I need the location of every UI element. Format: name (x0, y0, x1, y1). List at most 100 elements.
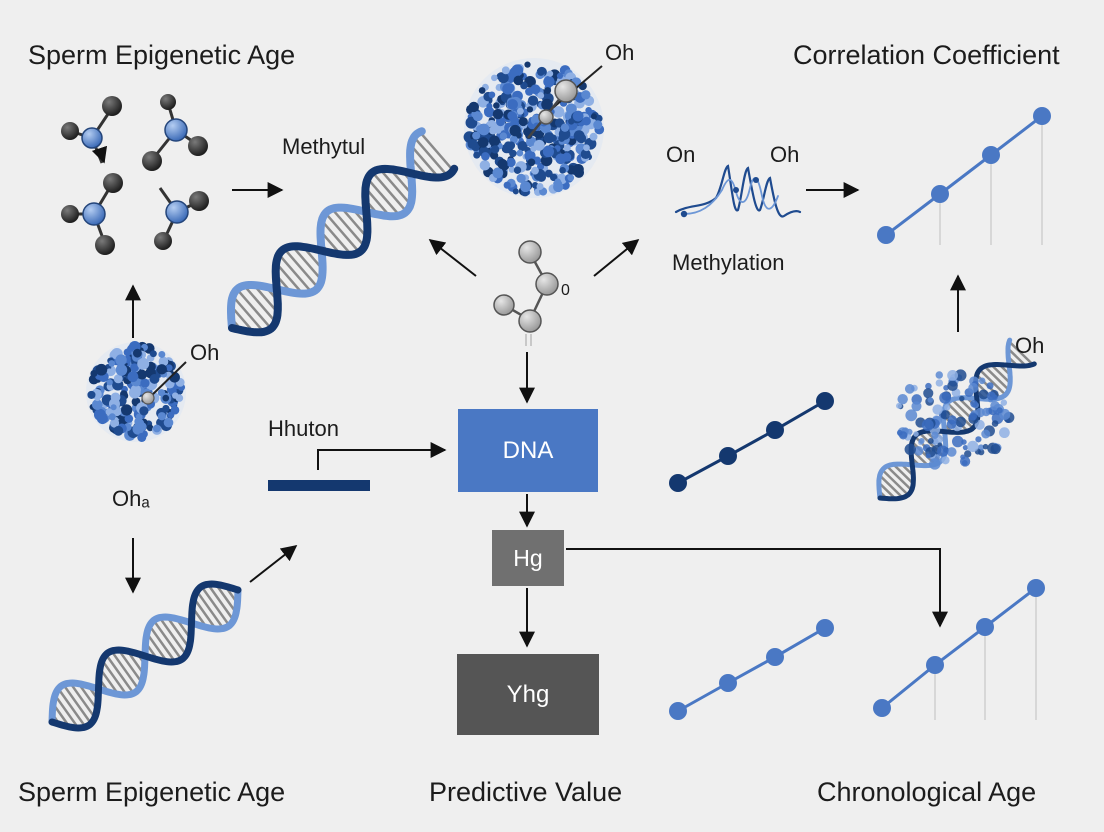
chromatin-granule (108, 360, 116, 367)
molecule-icon (142, 94, 208, 171)
chromatin-granule (486, 103, 493, 110)
chromatin-granule (563, 144, 571, 152)
chromatin-granule (162, 394, 170, 402)
chromatin-granule (947, 415, 957, 425)
base-pair-rung (236, 288, 273, 330)
chromatin-granule (899, 431, 908, 440)
chromatin-granule (990, 443, 1001, 455)
dna-helix-icon (48, 580, 242, 732)
chromatin-granule (508, 166, 516, 173)
chromatin-granule (476, 125, 484, 133)
chromatin-granule (968, 412, 977, 421)
chromatin-granule (975, 436, 982, 443)
oha-label: Ohₐ (112, 486, 150, 511)
chromatin-granule (541, 98, 553, 111)
chromatin-granule (491, 74, 498, 82)
chromatin-granule (560, 123, 570, 132)
chromatin-granule (506, 141, 516, 150)
chromatin-granule (929, 458, 941, 470)
chromatin-granule (935, 371, 943, 379)
dna-box: DNA (458, 409, 598, 492)
chromatin-granule (157, 412, 167, 421)
data-point (816, 392, 834, 410)
chromatin-granule (999, 427, 1010, 439)
base-pair-rung (886, 465, 913, 492)
base-pair-rung (148, 625, 177, 663)
base-pair-rung (364, 187, 391, 217)
chromatin-granule (925, 382, 932, 390)
chromatin-granule (128, 386, 141, 399)
chromatin-granule (580, 149, 591, 160)
hg-box-label: Hg (513, 544, 543, 571)
base-pair-rung (117, 649, 143, 684)
chromatin-granule (139, 406, 149, 416)
chromatin-granule (472, 131, 481, 140)
base-pair-rung (878, 481, 897, 500)
base-pair-rung (206, 583, 235, 621)
base-pair-rung (1008, 340, 1034, 366)
chromatin-granule (129, 363, 139, 373)
base-pair-rung (990, 363, 1011, 384)
oh-label-top: Oh (605, 40, 635, 65)
methyl-group-icon (141, 79, 578, 405)
chromatin-granule (927, 438, 934, 444)
chromatin-granule (962, 444, 969, 451)
chromatin-granule (509, 67, 521, 79)
chromatin-granule (137, 369, 148, 380)
chromatin-granule (137, 432, 147, 442)
base-pair-rung (110, 650, 140, 690)
helix-strand (48, 580, 242, 732)
chromatin-granule (947, 380, 958, 392)
data-point (1027, 579, 1045, 597)
data-point (873, 699, 891, 717)
chromatin-granule (87, 390, 96, 399)
chromatin-granule (556, 72, 564, 80)
nucleus-icon (463, 58, 605, 198)
helix-strand (877, 361, 1037, 502)
methylation-label: Methylation (672, 250, 785, 275)
chromatin-granule (568, 118, 575, 125)
on-label: On (666, 142, 696, 167)
chromatin-granule (516, 173, 526, 183)
title-bottom-left: Sperm Epigenetic Age (18, 777, 286, 807)
base-pair-rung (413, 136, 449, 177)
chromatin-granule (970, 400, 978, 408)
helix-strand (227, 127, 426, 332)
base-pair-rung (983, 365, 1010, 391)
base-pair-rung (57, 688, 87, 728)
chromatin-granule (543, 75, 555, 88)
chromatin-granule (537, 68, 545, 76)
chromatin-granule (931, 431, 939, 439)
data-point (982, 146, 1000, 164)
chromatin-granule (955, 416, 966, 428)
chromatin-granule (558, 128, 571, 140)
chromatin-granule (978, 377, 986, 385)
chromatin-granule (952, 435, 964, 448)
base-pair-rung (409, 144, 440, 179)
base-pair-rung (104, 653, 135, 695)
correlation-plot-icon (877, 107, 1051, 245)
chromatin-granule (509, 124, 521, 137)
chromatin-granule (954, 369, 967, 382)
chromatin-granule (524, 61, 531, 68)
chromatin-granule (947, 369, 958, 381)
trend-line (677, 626, 826, 713)
chromatin-granule (567, 174, 575, 182)
arrow-icon (317, 442, 447, 470)
data-point (976, 618, 994, 636)
title-top-right: Correlation Coefficient (793, 40, 1060, 70)
chromatin-granule (959, 395, 965, 402)
base-pair-rung (277, 253, 313, 294)
molecule-icon (61, 173, 123, 255)
chromatin-granule (576, 133, 587, 144)
title-bottom-right: Chronological Age (817, 777, 1037, 807)
chromatin-granule (163, 417, 174, 428)
chromatin-granule (904, 443, 916, 456)
data-point (1033, 107, 1051, 125)
chromatin-granule (146, 424, 154, 432)
base-pair-rung (253, 284, 279, 314)
chromatin-granule (981, 407, 991, 417)
trend-line (677, 399, 826, 485)
chromatin-granule (518, 116, 528, 127)
chromatin-granule (153, 424, 161, 433)
